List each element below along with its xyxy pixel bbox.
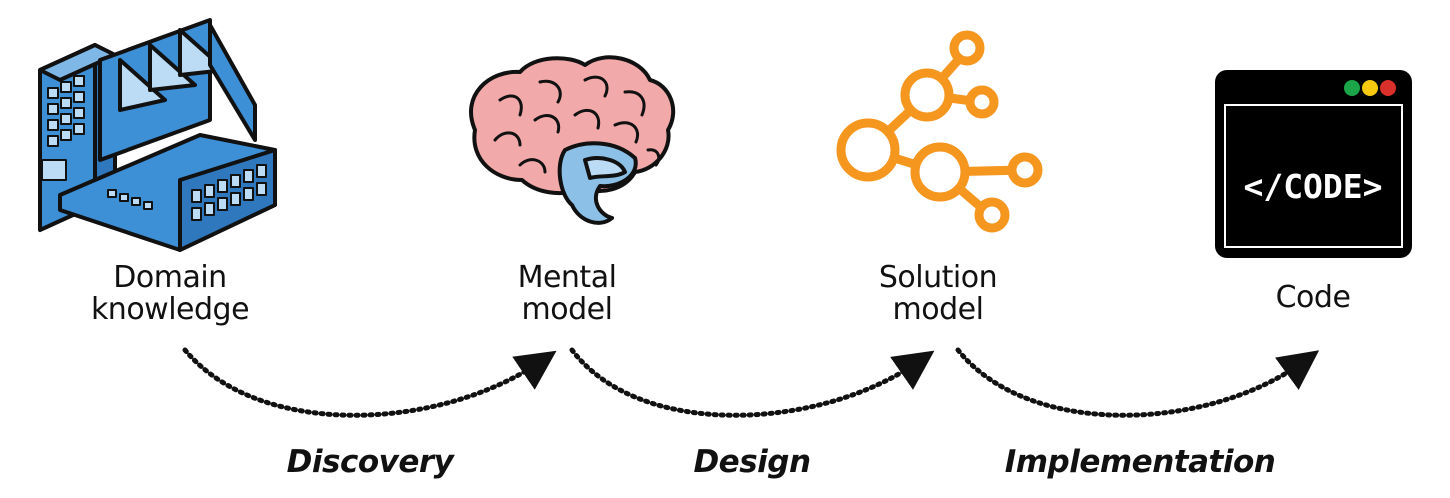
code-window-icon: </CODE> — [1215, 70, 1412, 258]
arrow-implementation — [955, 347, 1320, 418]
phase-label-implementation: Implementation — [1004, 444, 1276, 480]
node-label-mental-line2: model — [521, 292, 613, 327]
node-label-domain: Domain knowledge — [70, 262, 270, 326]
node-label-solution-line2: model — [892, 292, 984, 327]
code-window-text: </CODE> — [1243, 167, 1382, 206]
arrow-design — [569, 347, 935, 418]
node-label-domain-line2: knowledge — [90, 292, 250, 327]
node-label-domain-line1: Domain — [113, 260, 227, 295]
arrow-discovery — [182, 347, 557, 418]
window-dot-yellow — [1362, 80, 1378, 96]
node-label-code-line1: Code — [1275, 280, 1351, 315]
node-label-mental: Mental model — [467, 262, 667, 326]
brain-icon — [469, 55, 676, 225]
node-label-mental-line1: Mental — [517, 260, 617, 295]
phase-label-design: Design — [693, 444, 811, 480]
network-nodes-icon — [836, 30, 1043, 233]
node-label-code: Code — [1213, 282, 1413, 314]
window-dot-red — [1380, 80, 1396, 96]
node-label-solution-line1: Solution — [878, 260, 998, 295]
window-dot-green — [1344, 80, 1360, 96]
factory-icon — [38, 18, 277, 252]
node-label-solution: Solution model — [838, 262, 1038, 326]
phase-label-discovery: Discovery — [286, 444, 454, 480]
